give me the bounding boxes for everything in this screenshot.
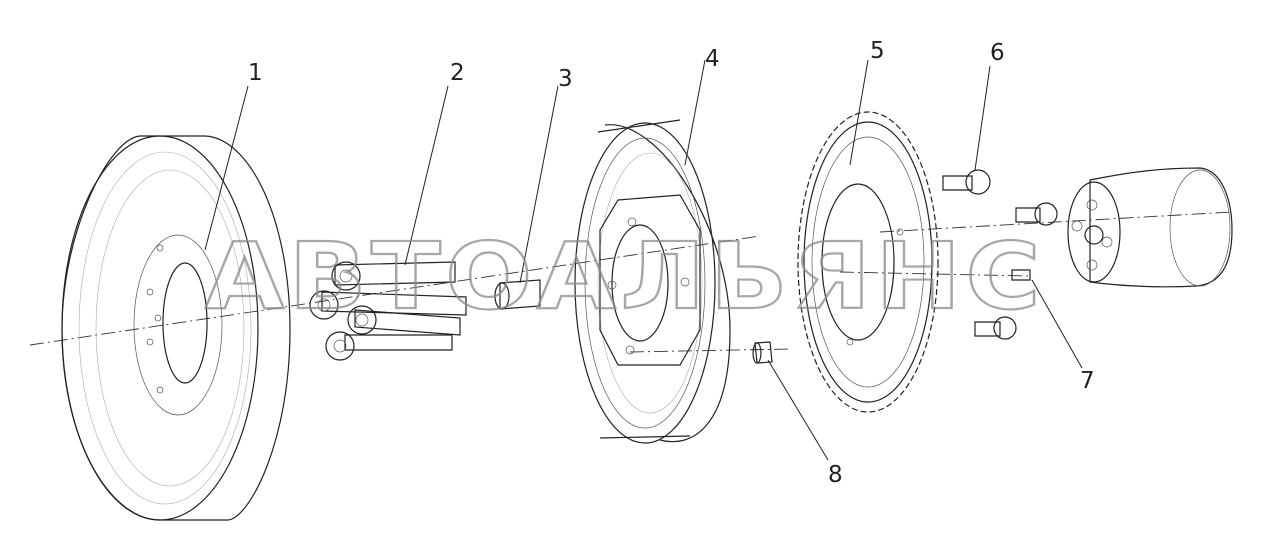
callout-6: 6 xyxy=(990,40,1005,66)
flange-bolts xyxy=(942,169,1058,340)
callout-2: 2 xyxy=(450,60,465,86)
callout-5: 5 xyxy=(870,38,885,64)
center-axes xyxy=(29,211,1233,353)
small-sleeve xyxy=(752,341,773,364)
long-bolts xyxy=(309,261,467,361)
callout-3: 3 xyxy=(558,66,573,92)
callout-labels: 1 2 3 4 5 6 7 8 xyxy=(248,38,1095,488)
pulley xyxy=(574,119,731,444)
callout-1: 1 xyxy=(248,60,263,86)
dowel-sleeve xyxy=(494,279,541,310)
leader-lines xyxy=(204,59,1083,461)
callout-8: 8 xyxy=(828,462,843,488)
callout-4: 4 xyxy=(705,46,720,72)
damper-ring xyxy=(61,135,291,521)
hub-with-pin xyxy=(1011,167,1233,288)
tone-wheel xyxy=(797,111,939,413)
watermark: АВТОАЛЬЯНС xyxy=(205,223,1045,330)
callout-7: 7 xyxy=(1080,368,1095,394)
